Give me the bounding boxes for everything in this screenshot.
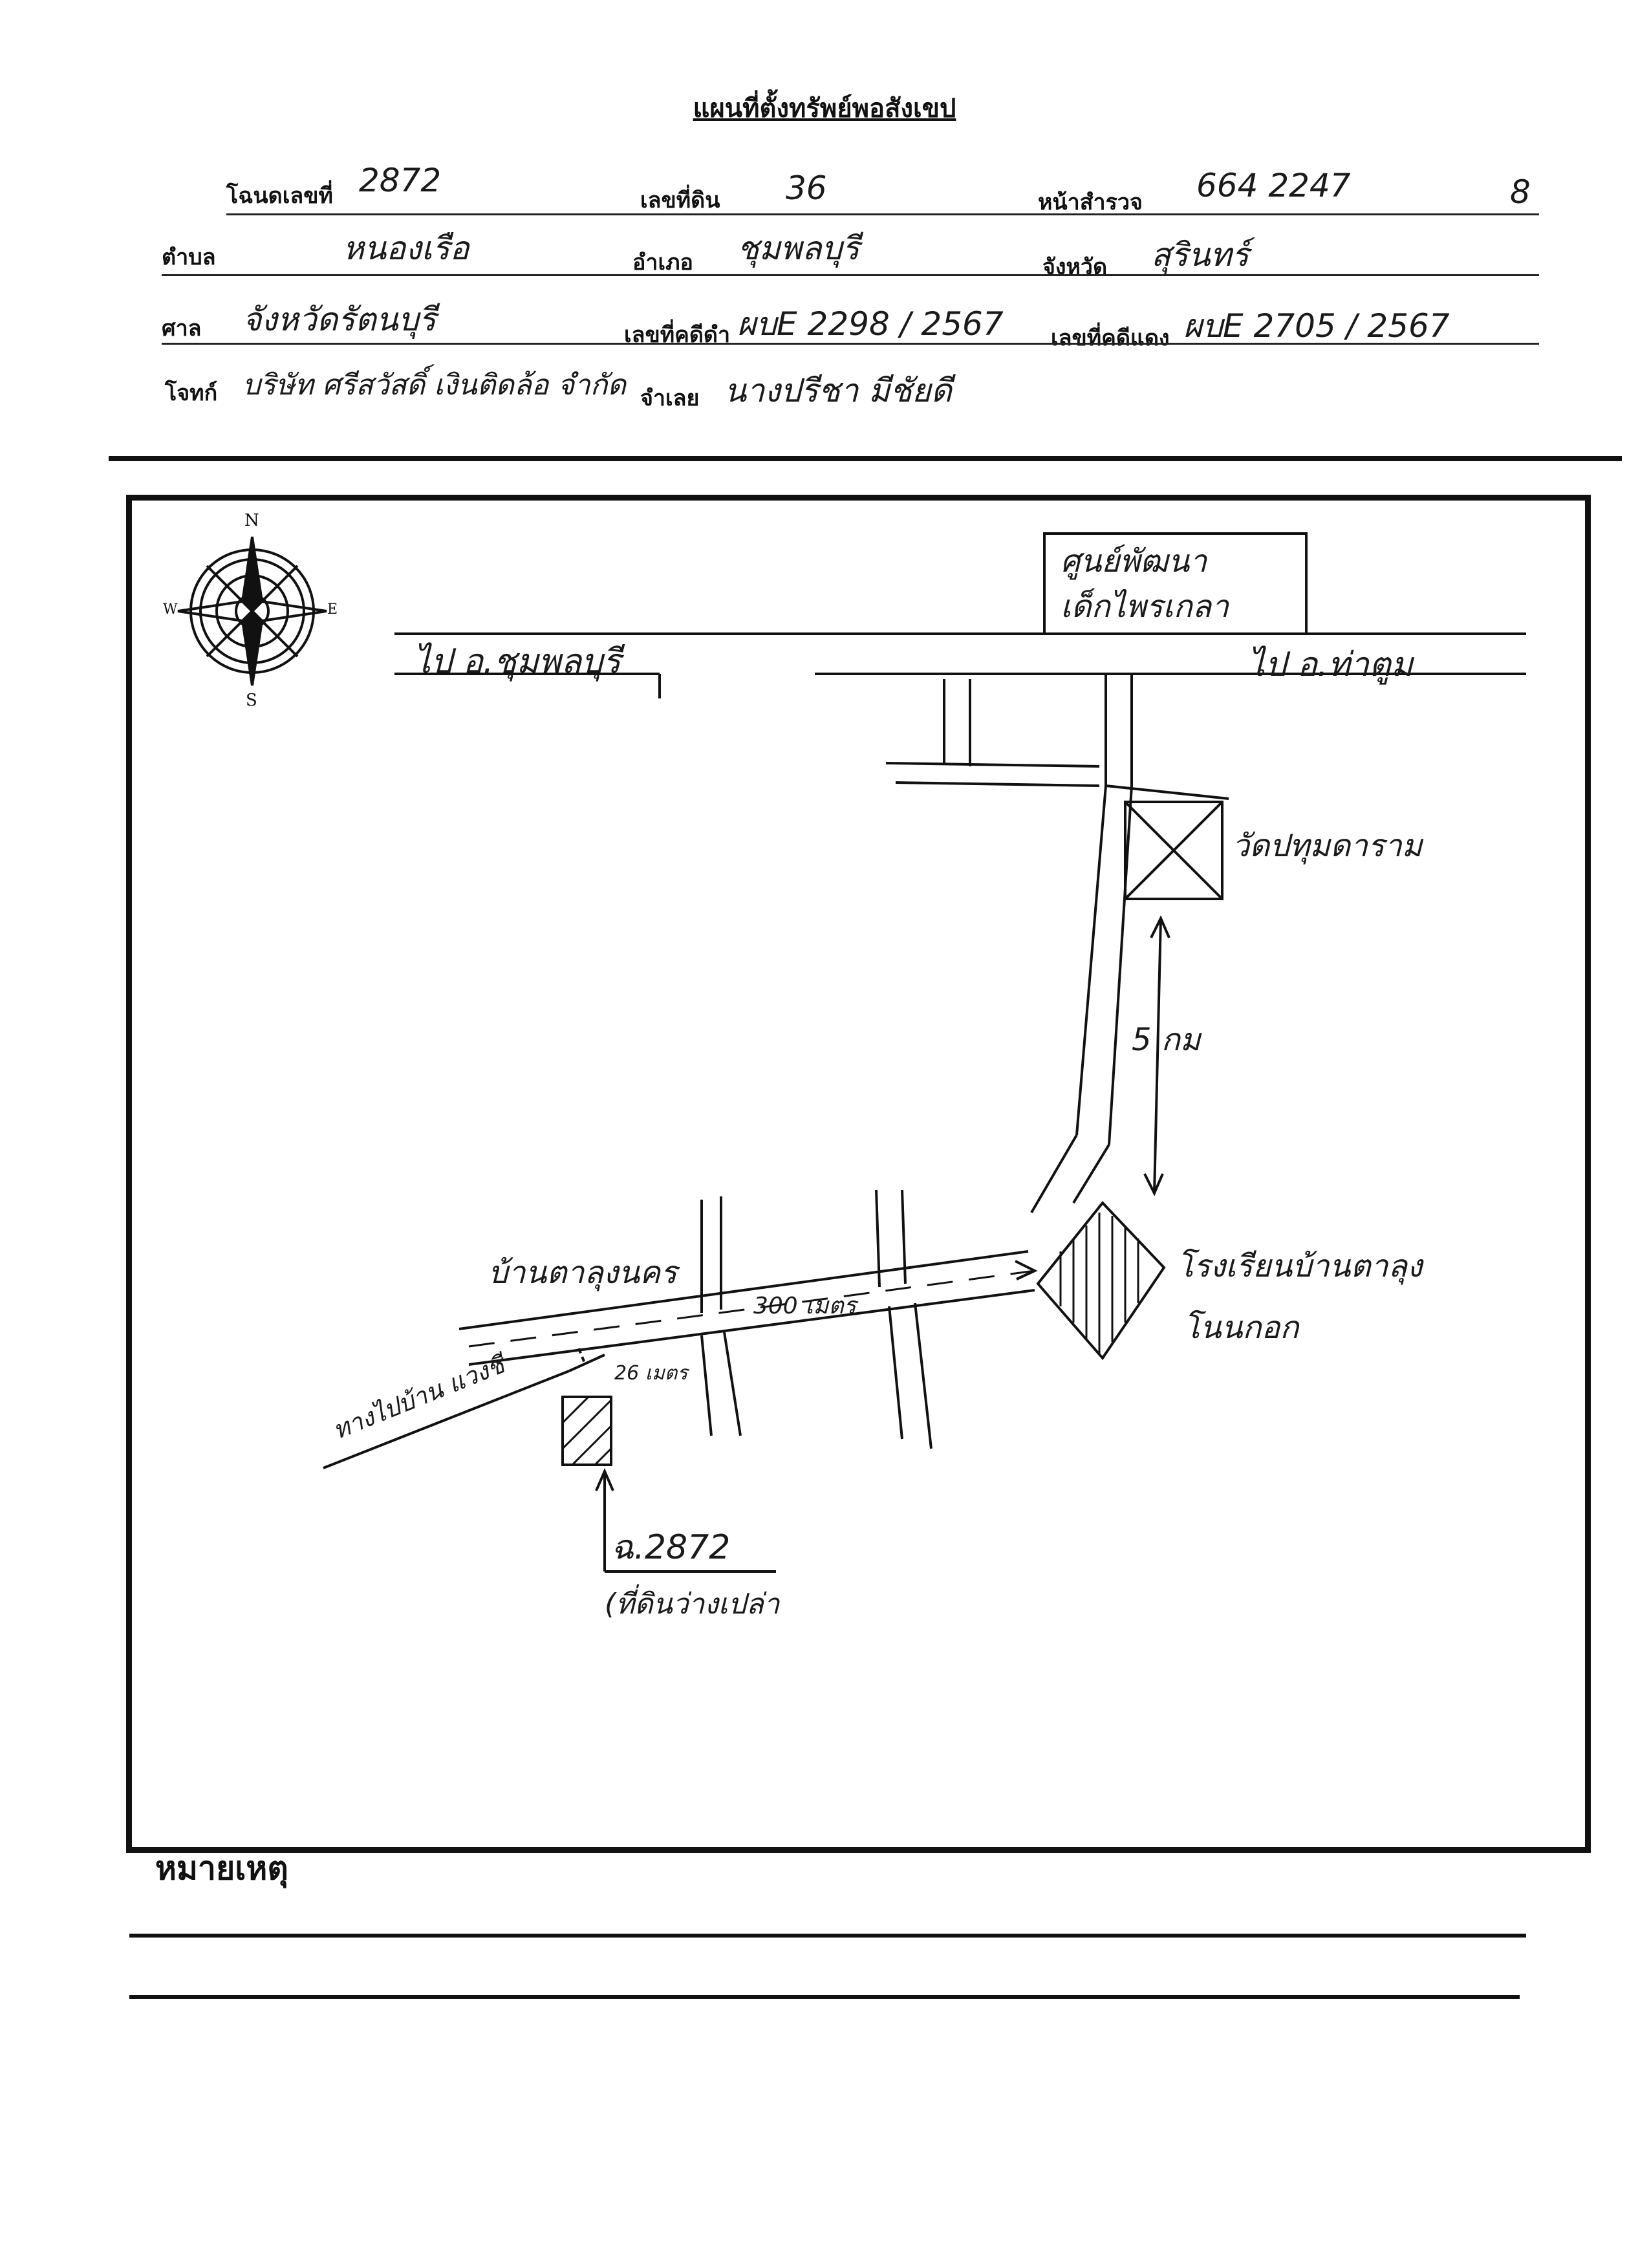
subdistrict-label: ตำบล xyxy=(162,244,216,270)
center-label: ศูนย์พัฒนา xyxy=(1061,543,1207,579)
school-label-2: โนนกอก xyxy=(1183,1310,1299,1346)
red-case-label: เลขที่คดีแดง xyxy=(1051,325,1170,351)
remarks-line-1 xyxy=(129,1934,1526,1938)
compass-e: E xyxy=(327,601,338,618)
compass-n: N xyxy=(244,511,259,530)
school-building xyxy=(1036,1200,1166,1361)
compass-s: S xyxy=(246,691,257,710)
defendant-value: นางปรีชา มีชัยดี xyxy=(724,372,952,409)
plot-parcel xyxy=(561,1396,612,1466)
plot-distance-label: 26 เมตร xyxy=(614,1362,688,1385)
district-label: อำเภอ xyxy=(632,250,693,275)
subdistrict-value: หนองเรือ xyxy=(343,230,469,267)
header-rule-1 xyxy=(226,213,1539,215)
plaintiff-label: โจทก์ xyxy=(165,380,218,406)
center-label-2: เด็กไพรเกลา xyxy=(1061,589,1229,625)
road-east-label: ไป อ.ท่าตูม xyxy=(1248,645,1413,684)
court-label: ศาล xyxy=(162,316,202,341)
village-label: บ้านตาลุงนคร xyxy=(488,1255,677,1291)
remarks-line-2 xyxy=(129,1995,1520,1999)
distance-arrow xyxy=(1153,918,1162,1194)
court-value: จังหวัดรัตนบุรี xyxy=(242,301,436,338)
map-frame xyxy=(126,495,1591,1853)
compass-icon xyxy=(177,536,327,686)
page-title: แผนที่ตั้งทรัพย์พอสังเขป xyxy=(693,93,956,124)
deed-value: 2872 xyxy=(359,162,442,199)
survey-page-value: 664 2247 xyxy=(1196,167,1351,204)
survey-page-extra: 8 xyxy=(1510,173,1531,211)
plaintiff-value: บริษัท ศรีสวัสดิ์ เงินติดล้อ จำกัด xyxy=(242,369,626,402)
temple-label: วัดปทุมดาราม xyxy=(1232,828,1423,864)
district-value: ชุมพลบุรี xyxy=(737,230,860,267)
distance-km-label: 5 กม xyxy=(1132,1022,1201,1058)
survey-page-label: หน้าสำรวจ xyxy=(1038,189,1143,215)
land-no-value: 36 xyxy=(786,169,827,207)
compass-w: W xyxy=(163,601,178,618)
red-case-value: ผบE 2705 / 2567 xyxy=(1183,307,1450,345)
plot-desc-label: (ที่ดินว่างเปล่า xyxy=(605,1588,780,1621)
temple-building xyxy=(1124,801,1223,900)
black-case-value: ผบE 2298 / 2567 xyxy=(737,305,1004,343)
plot-id-label: ฉ.2872 xyxy=(611,1528,731,1567)
distance-m-label: 300 เมตร xyxy=(753,1293,856,1319)
header-rule-2 xyxy=(162,274,1539,276)
remarks-label: หมายเหตุ xyxy=(155,1849,288,1887)
school-label: โรงเรียนบ้านตาลุง xyxy=(1177,1248,1423,1284)
header-rule-3 xyxy=(162,343,1539,345)
defendant-label: จำเลย xyxy=(640,385,700,411)
road-west-label: ไป อ.ชุมพลบุรี xyxy=(414,642,621,681)
deed-label: โฉนดเลขที่ xyxy=(226,183,333,209)
province-value: สุรินทร์ xyxy=(1151,236,1249,274)
header-separator xyxy=(109,456,1622,461)
land-no-label: เลขที่ดิน xyxy=(640,188,720,213)
